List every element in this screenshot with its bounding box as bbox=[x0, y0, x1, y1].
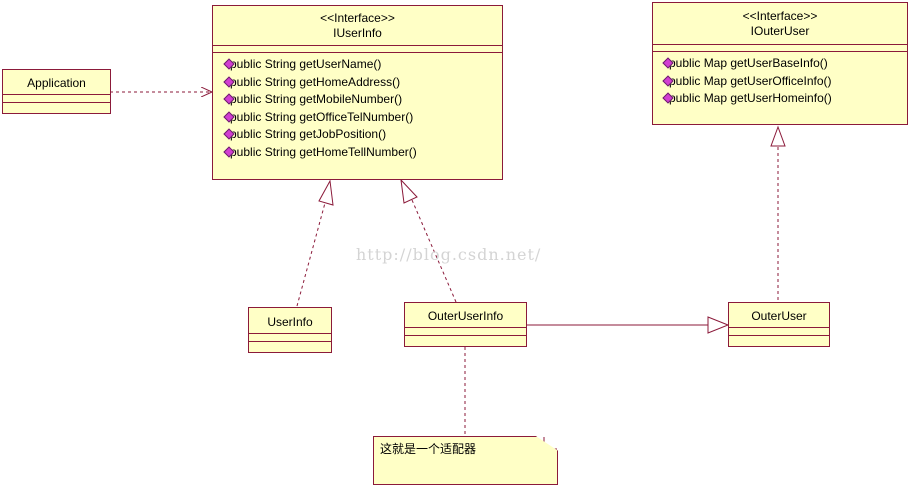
operation-row: public String getMobileNumber() bbox=[223, 91, 502, 109]
interface-iuserinfo-name: IUserInfo bbox=[333, 26, 382, 40]
interface-iouteruser-name: IOuterUser bbox=[750, 24, 810, 38]
class-userinfo-name: UserInfo bbox=[267, 315, 313, 329]
realization-userinfo-iuserinfo bbox=[296, 202, 326, 307]
class-userinfo[interactable]: UserInfo bbox=[248, 307, 332, 353]
adapter-note[interactable]: 这就是一个适配器 bbox=[373, 436, 558, 485]
operation-row: public String getHomeTellNumber() bbox=[223, 144, 502, 162]
class-application[interactable]: Application bbox=[2, 69, 111, 114]
watermark: http://blog.csdn.net/ bbox=[356, 245, 542, 264]
adapter-note-text: 这就是一个适配器 bbox=[380, 442, 477, 456]
operation-row: public String getOfficeTelNumber() bbox=[223, 109, 502, 127]
realization-outeruserinfo-iuserinfo bbox=[411, 199, 457, 303]
operation-row: public Map getUserBaseInfo() bbox=[662, 55, 907, 73]
operation-row: public String getHomeAddress() bbox=[223, 74, 502, 92]
operation-row: public Map getUserHomeinfo() bbox=[662, 90, 907, 108]
generalization-head-outeruser bbox=[707, 316, 730, 334]
operation-row: public Map getUserOfficeInfo() bbox=[662, 73, 907, 91]
interface-iouteruser[interactable]: <<Interface>> IOuterUser public Map getU… bbox=[652, 2, 908, 125]
class-application-name: Application bbox=[27, 76, 86, 90]
interface-iouteruser-stereotype: <<Interface>> bbox=[742, 9, 818, 23]
operation-row: public String getUserName() bbox=[223, 56, 502, 74]
interface-iuserinfo[interactable]: <<Interface>> IUserInfo public String ge… bbox=[212, 5, 503, 180]
class-outeruser[interactable]: OuterUser bbox=[728, 302, 830, 347]
realization-head-userinfo bbox=[318, 179, 334, 206]
class-outeruserinfo-name: OuterUserInfo bbox=[427, 309, 504, 323]
interface-iuserinfo-stereotype: <<Interface>> bbox=[320, 11, 395, 25]
class-outeruser-name: OuterUser bbox=[751, 309, 807, 323]
operation-row: public String getJobPosition() bbox=[223, 126, 502, 144]
realization-head-outeruserinfo bbox=[400, 178, 418, 204]
realization-head-outeruser bbox=[770, 125, 786, 147]
class-outeruserinfo[interactable]: OuterUserInfo bbox=[404, 302, 527, 347]
